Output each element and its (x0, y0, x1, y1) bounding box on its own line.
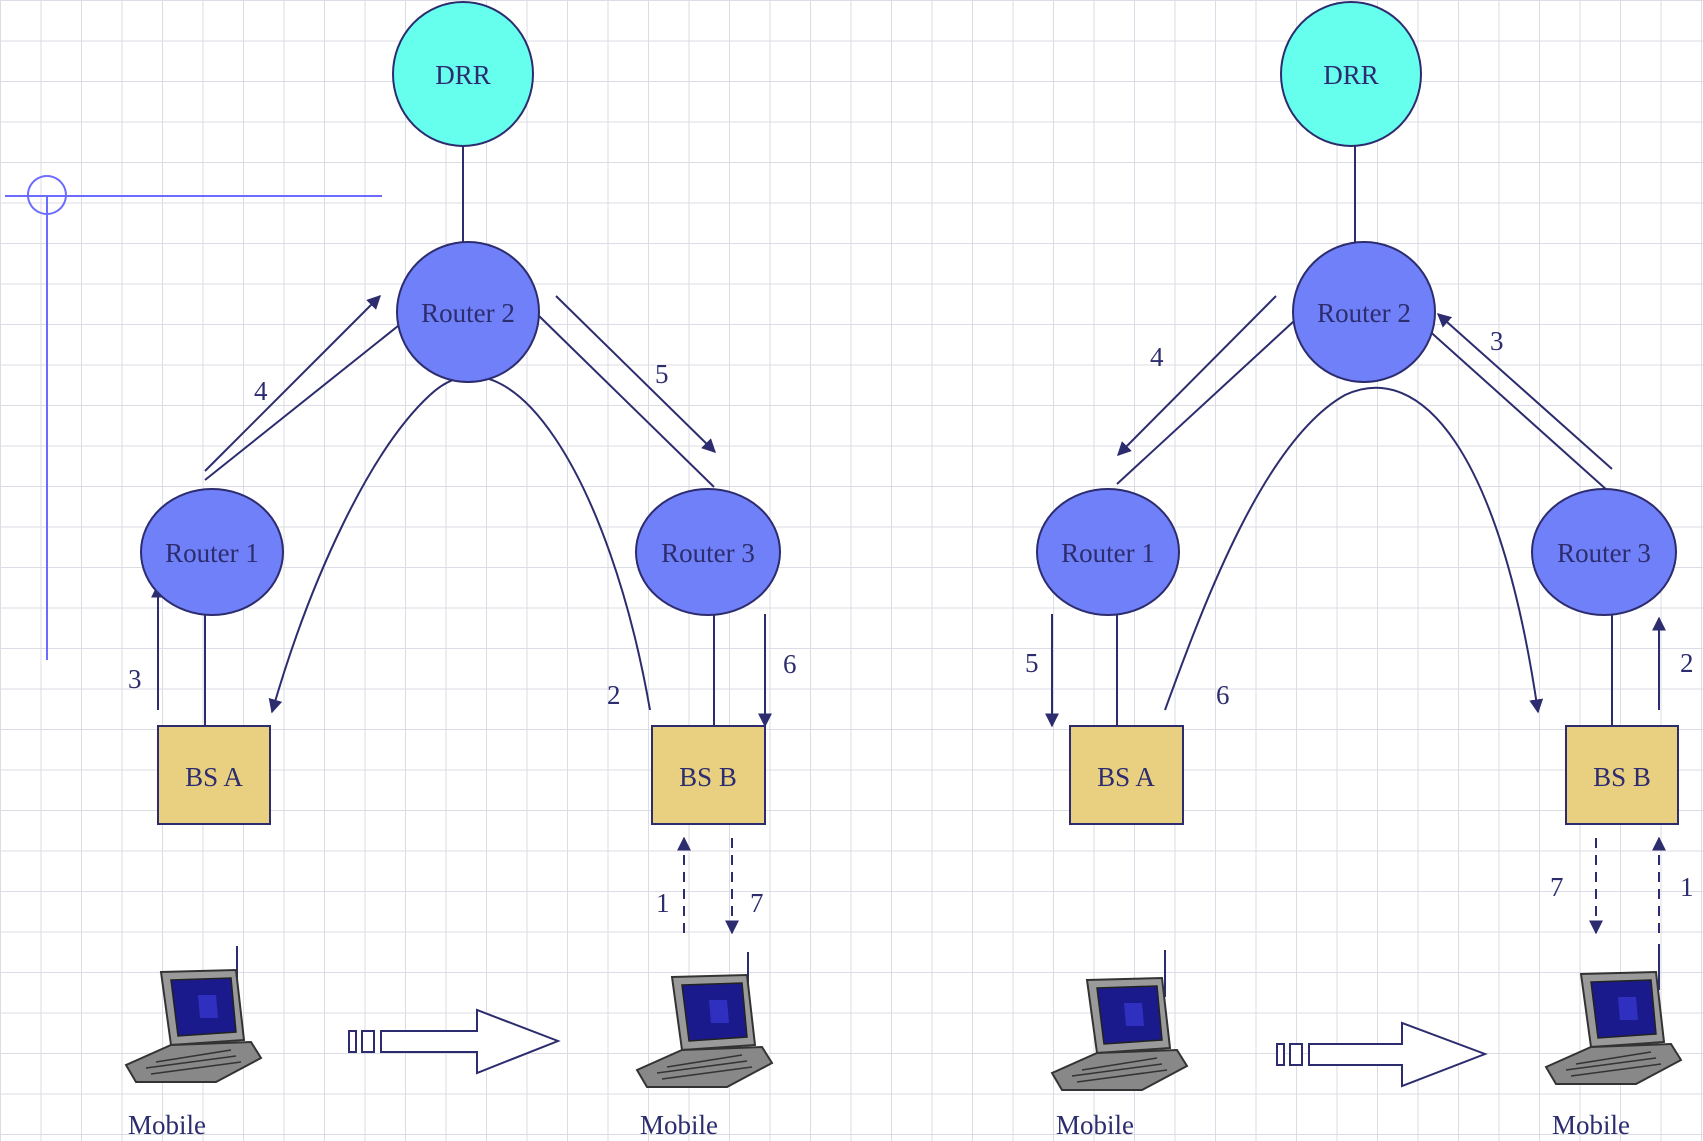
left-bs-b: BS B (651, 725, 766, 825)
right-bs-b: BS B (1565, 725, 1679, 825)
node-label: Router 1 (165, 538, 259, 568)
node-label: Router 2 (421, 298, 515, 328)
right-bs-a: BS A (1069, 725, 1184, 825)
step-label: 3 (128, 664, 142, 694)
arrow-step-3 (1436, 313, 1613, 470)
hollow-arrow-icon (348, 1008, 561, 1075)
step-label: 1 (1680, 872, 1694, 902)
left-drr-node: DRR (392, 1, 534, 147)
step-label: 2 (607, 680, 621, 710)
step-label: 1 (656, 888, 670, 918)
laptop-icon (1050, 976, 1189, 1091)
left-links (204, 145, 749, 998)
node-label: BS A (185, 762, 243, 792)
right-links (1116, 145, 1660, 997)
node-label: Router 3 (1557, 538, 1651, 568)
right-panel: DRR Router 2 Router 1 Router 3 BS A BS B… (1025, 1, 1694, 1140)
right-router-3: Router 3 (1531, 488, 1677, 616)
arrow-step-4 (204, 295, 381, 472)
node-label: DRR (1323, 60, 1379, 90)
node-label: BS B (679, 762, 737, 792)
arrow-step-4 (1117, 295, 1277, 456)
step-label: 3 (1490, 326, 1504, 356)
node-label: BS B (1593, 762, 1651, 792)
node-label: BS A (1097, 762, 1155, 792)
step-label: 4 (254, 376, 268, 406)
mobile-label: Mobile (640, 1110, 718, 1140)
node-label: Router 1 (1061, 538, 1155, 568)
step-label: 4 (1150, 342, 1164, 372)
left-bs-a: BS A (157, 725, 271, 825)
laptop-icon (124, 968, 263, 1083)
step-label: 6 (783, 649, 797, 679)
left-router-1: Router 1 (140, 488, 284, 616)
right-router-1: Router 1 (1036, 488, 1180, 616)
left-arrows (151, 295, 772, 935)
arrow-step-6-curve (1164, 386, 1544, 714)
hollow-arrow-icon (1276, 1021, 1488, 1088)
node-label: Router 2 (1317, 298, 1411, 328)
arrow-step-2-curve (268, 375, 651, 714)
mobile-label: Mobile (1552, 1110, 1630, 1140)
step-label: 5 (655, 359, 669, 389)
mobile-label: Mobile (128, 1110, 206, 1140)
laptop-icon (635, 973, 774, 1088)
step-label: 7 (1550, 872, 1564, 902)
left-router-2: Router 2 (396, 241, 540, 383)
right-router-2: Router 2 (1292, 241, 1436, 383)
step-label: 7 (750, 888, 764, 918)
slide-decoration (5, 175, 382, 660)
step-label: 6 (1216, 680, 1230, 710)
mobile-label: Mobile (1056, 1110, 1134, 1140)
laptop-icon (1544, 970, 1683, 1085)
arrow-step-5 (555, 295, 716, 453)
step-label: 5 (1025, 648, 1039, 678)
step-label: 2 (1680, 648, 1694, 678)
left-panel: DRR Router 2 Router 1 Router 3 BS A BS B… (124, 1, 797, 1140)
right-arrows (1045, 295, 1666, 935)
node-label: Router 3 (661, 538, 755, 568)
right-drr-node: DRR (1280, 1, 1422, 147)
node-label: DRR (435, 60, 491, 90)
left-router-3: Router 3 (635, 488, 781, 616)
